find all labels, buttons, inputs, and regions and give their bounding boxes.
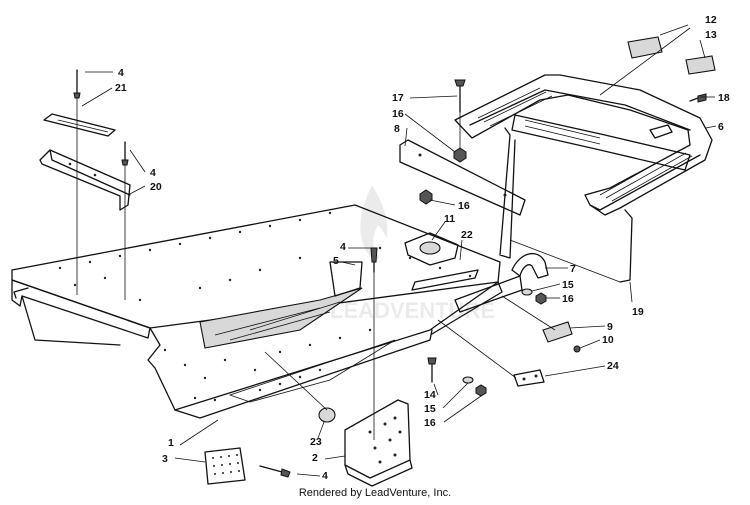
callout-24: 24 (607, 360, 619, 372)
bolt-17 (454, 79, 466, 113)
tunnel-side-wall (147, 281, 499, 411)
bracket-21 (43, 113, 116, 137)
callout-17: 17 (392, 92, 404, 104)
tunnel-bottom-edge (174, 329, 433, 419)
callout-13: 13 (705, 29, 717, 41)
nut-16-d (475, 384, 487, 397)
tunnel-rear-edge (431, 281, 503, 335)
callout-8: 8 (394, 123, 400, 135)
callout-10: 10 (602, 334, 614, 346)
grip-ridges (599, 149, 693, 202)
callout-9: 9 (607, 321, 613, 333)
watermark-logo-icon: LEADVENTURE (330, 185, 495, 323)
tunnel-left-skirt (21, 295, 121, 346)
callout-5: 5 (333, 255, 339, 267)
alignment-line (437, 319, 517, 379)
callout-16: 16 (424, 417, 436, 429)
nut-16-c (535, 292, 547, 305)
plate-3 (204, 447, 246, 485)
bumper-leg (499, 127, 516, 259)
washer-15-b (462, 376, 474, 384)
leader-lines (81, 24, 717, 477)
bumper-block (649, 124, 673, 139)
grip-ridges (477, 87, 553, 127)
reflector-12 (627, 36, 663, 59)
svg-text:LEADVENTURE: LEADVENTURE (330, 298, 495, 323)
nut-16-a (453, 147, 467, 163)
plate-22 (411, 269, 479, 291)
rivet-holes (58, 211, 472, 402)
callout-23: 23 (310, 436, 322, 448)
callout-18: 18 (718, 92, 730, 104)
callout-11: 11 (444, 213, 455, 225)
callout-16: 16 (458, 200, 470, 212)
alignment-line (264, 351, 328, 411)
alignment-line (509, 239, 621, 283)
handle-tube-7 (454, 252, 549, 313)
clamp-9 (542, 321, 573, 343)
rear-bumper-6 (454, 74, 713, 283)
bolt-10 (573, 345, 581, 353)
reflector-13 (685, 55, 716, 75)
mounting-plate-8 (399, 139, 526, 216)
callout-6: 6 (718, 121, 724, 133)
callout-labels: 4 21 4 20 4 5 11 22 17 16 8 16 12 13 18 … (115, 14, 730, 482)
callout-21: 21 (115, 82, 127, 94)
fastener-4-b (121, 141, 129, 166)
decal-stripes (214, 301, 341, 341)
bolt-14 (427, 357, 437, 383)
bracket-2 (344, 399, 413, 487)
screw-4-d (259, 465, 291, 478)
callout-4: 4 (118, 67, 124, 79)
tunnel-front-flange (11, 279, 151, 339)
bracket-20 (39, 149, 131, 211)
callout-22: 22 (461, 229, 473, 241)
callout-16: 16 (392, 108, 404, 120)
bumper-plug-23 (318, 407, 336, 423)
callout-1: 1 (168, 437, 174, 449)
light-housing-11 (404, 232, 459, 266)
callout-2: 2 (312, 452, 318, 464)
callout-3: 3 (162, 453, 168, 465)
bracket-24 (513, 369, 545, 387)
callout-4: 4 (340, 241, 346, 253)
callout-16: 16 (562, 293, 574, 305)
decal-panel-5 (329, 261, 363, 297)
callout-7: 7 (570, 263, 576, 275)
nut-16-b (419, 189, 433, 205)
bumper-leg-19 (619, 209, 633, 283)
callout-12: 12 (705, 14, 717, 26)
callout-4: 4 (322, 470, 328, 482)
frame-ribs (524, 119, 601, 145)
fastener-4-a (73, 69, 81, 99)
screw-18 (689, 93, 707, 103)
tunnel-panel (11, 204, 503, 419)
callout-15: 15 (424, 403, 436, 415)
callout-14: 14 (424, 389, 436, 401)
callout-19: 19 (632, 306, 644, 318)
perforated-area (228, 339, 396, 403)
render-credit: Rendered by LeadVenture, Inc. (298, 487, 452, 499)
alignment-line (501, 295, 556, 331)
callout-4: 4 (150, 167, 156, 179)
callout-15: 15 (562, 279, 574, 291)
washer-15-a (521, 288, 533, 296)
tunnel-corner (13, 287, 29, 299)
callout-20: 20 (150, 181, 162, 193)
fastener-4-c (370, 247, 378, 273)
